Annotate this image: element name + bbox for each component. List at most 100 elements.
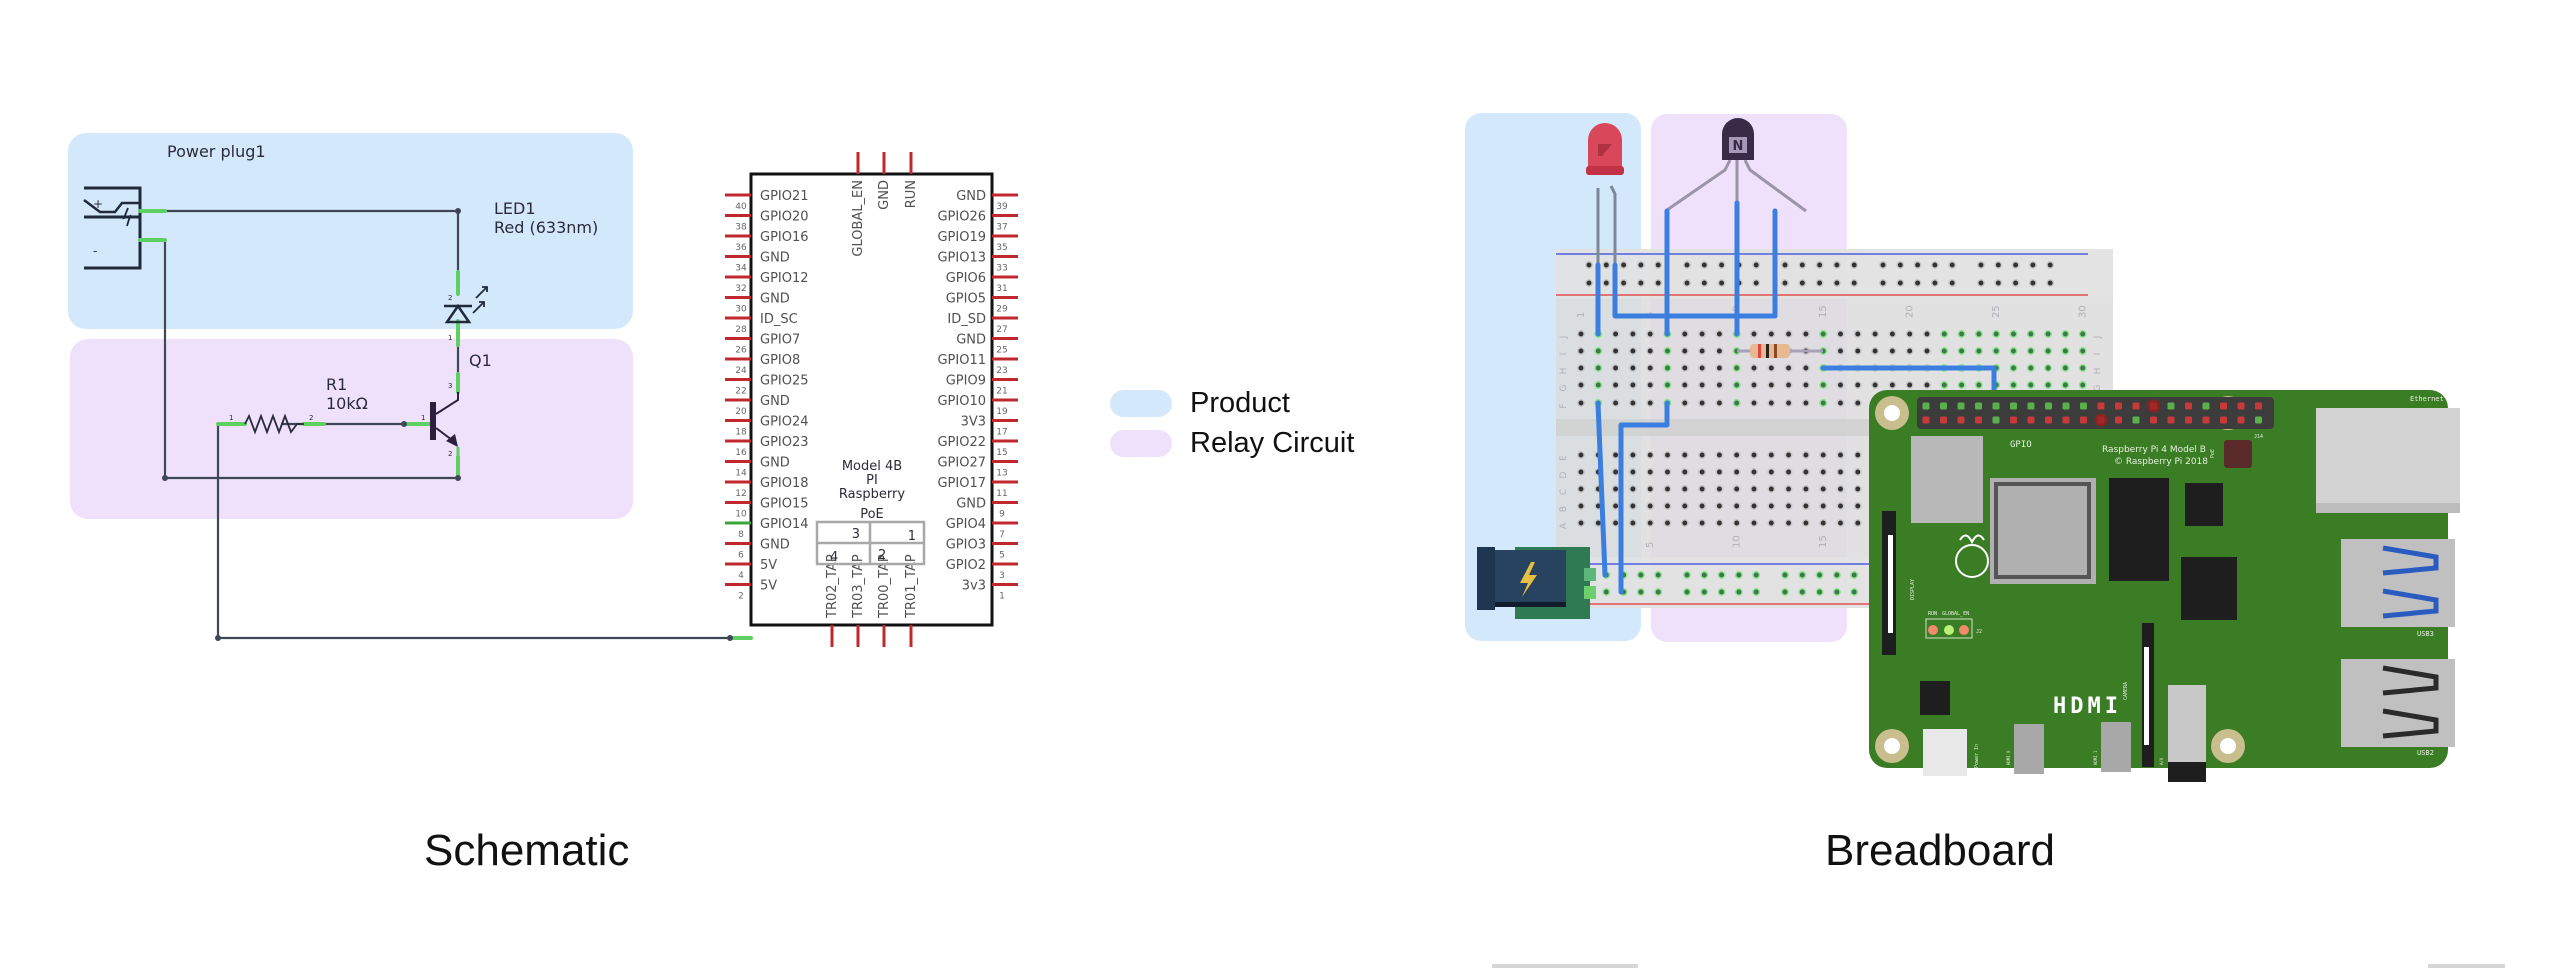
pi-pin-left-number: 18 <box>735 428 747 438</box>
pi-pin-right-number: 17 <box>996 428 1007 438</box>
breadboard-hole <box>1836 347 1845 355</box>
breadboard-led <box>1586 123 1624 265</box>
pi-pin-right-number: 39 <box>996 202 1008 212</box>
breadboard-hole <box>1715 347 1724 355</box>
gpio-pin <box>2255 416 2262 424</box>
breadboard-hole <box>1784 381 1793 389</box>
breadboard-rail-hole <box>1683 588 1691 596</box>
pi-pin-right-label: GPIO27 <box>937 456 986 471</box>
breadboard-rail-hole <box>1683 571 1691 579</box>
breadboard-hole <box>1611 399 1620 407</box>
legend-label-relay: Relay Circuit <box>1190 426 1355 459</box>
pi-pin-right-number: 35 <box>996 243 1007 253</box>
hdmi-label: HDMI <box>2053 694 2122 719</box>
gpio-pin <box>2132 402 2140 410</box>
poe-label: PoE <box>860 507 884 522</box>
led-pin-k: 1 <box>448 334 452 342</box>
breadboard-rail-hole <box>1815 571 1824 579</box>
breadboard-hole <box>1680 364 1689 372</box>
breadboard-row-letter: G <box>2093 384 2103 391</box>
breadboard-hole <box>1750 519 1758 527</box>
breadboard-hole <box>1940 330 1949 338</box>
breadboard-hole <box>2044 381 2053 389</box>
breadboard-hole <box>1992 347 2001 355</box>
breadboard-hole <box>1698 330 1707 338</box>
pi-pin-right-number: 21 <box>996 387 1007 397</box>
pi-copyright-line: © Raspberry Pi 2018 <box>2114 457 2208 467</box>
breadboard-rail-hole <box>1602 261 1611 269</box>
poe-cell-3: 3 <box>852 527 860 542</box>
breadboard-hole <box>1715 364 1724 372</box>
breadboard-hole <box>1853 347 1862 355</box>
breadboard-hole <box>1801 364 1810 372</box>
breadboard-rail-hole <box>1636 571 1645 579</box>
pi-pin-right-number: 31 <box>996 284 1007 294</box>
breadboard-row-letter: C <box>1559 489 1569 495</box>
breadboard-rail-hole <box>1977 261 1985 269</box>
breadboard-rail-hole <box>1717 571 1726 579</box>
gpio-pin <box>2202 402 2210 410</box>
gpio-pin <box>2010 416 2017 424</box>
breadboard-hole <box>1767 519 1776 527</box>
pi-pin-right-label: GND <box>956 189 986 204</box>
breadboard-hole <box>1853 381 1862 389</box>
pi-pin-right-number: 25 <box>996 346 1007 356</box>
breadboard-rail-hole <box>1734 571 1743 579</box>
led-value: Red (633nm) <box>494 218 598 237</box>
breadboard-hole <box>1871 347 1880 355</box>
breadboard-column-marker: 20 <box>1905 305 1916 318</box>
breadboard-hole <box>1698 347 1707 355</box>
breadboard-rail-hole <box>1896 279 1905 287</box>
breadboard-rail-hole <box>1850 571 1859 579</box>
run-label: RUN <box>1928 611 1937 617</box>
breadboard-hole <box>1784 502 1793 510</box>
pi-pin-right-label: GPIO17 <box>937 476 986 491</box>
breadboard-hole <box>1853 519 1862 527</box>
pi-pin-top-label: GLOBAL_EN <box>851 180 866 257</box>
breadboard-rail-hole <box>1896 261 1905 269</box>
breadboard-hole <box>1663 468 1672 476</box>
pi-pin-left-label: GPIO25 <box>760 374 809 389</box>
breadboard-column-marker: 1 <box>1576 312 1587 318</box>
breadboard-rail-hole <box>1815 588 1824 596</box>
resistor-pin1: 1 <box>229 414 233 422</box>
breadboard-rail-hole <box>1832 261 1841 269</box>
pi-pin-left-label: GPIO23 <box>760 435 809 450</box>
breadboard-hole <box>1680 381 1689 389</box>
breadboard-rail-hole <box>1930 261 1939 269</box>
breadboard-hole <box>1750 451 1758 459</box>
pi-pin-left-label: GPIO12 <box>760 271 809 286</box>
breadboard-hole <box>1819 502 1828 510</box>
gpio-pin <box>2132 416 2140 424</box>
breadboard-hole <box>1611 347 1620 355</box>
breadboard-hole <box>1905 381 1914 389</box>
breadboard-hole <box>1715 451 1724 459</box>
hdmi1-label: HDMI 1 <box>2093 750 2098 765</box>
breadboard-hole <box>1594 381 1603 389</box>
pi-pin-right-label: GPIO22 <box>937 435 986 450</box>
breadboard-rail-hole <box>1717 261 1726 269</box>
breadboard-row-letter: A <box>1559 522 1569 529</box>
breadboard-hole <box>1663 502 1672 510</box>
breadboard-rail-hole <box>1832 588 1841 596</box>
breadboard-hole <box>1784 399 1793 407</box>
breadboard-hole <box>1905 347 1914 355</box>
breadboard-hole <box>2078 364 2087 372</box>
breadboard-hole <box>1750 330 1758 338</box>
breadboard-hole <box>1888 330 1897 338</box>
schematic-pin-highlights <box>138 209 753 640</box>
gpio-pin <box>1940 402 1947 410</box>
led-pin-a: 2 <box>448 294 452 302</box>
breadboard-hole <box>1577 485 1585 493</box>
gpio-pin <box>2115 416 2122 424</box>
pi-pin-right-number: 3 <box>999 571 1005 581</box>
gpio-pin <box>2202 416 2210 424</box>
breadboard-hole <box>2044 364 2053 372</box>
breadboard-hole <box>1750 381 1758 389</box>
breadboard-hole <box>1871 381 1880 389</box>
breadboard-hole <box>1957 347 1966 355</box>
breadboard-rail-hole <box>1913 279 1922 287</box>
breadboard-hole <box>1784 485 1793 493</box>
breadboard-hole <box>1680 399 1689 407</box>
